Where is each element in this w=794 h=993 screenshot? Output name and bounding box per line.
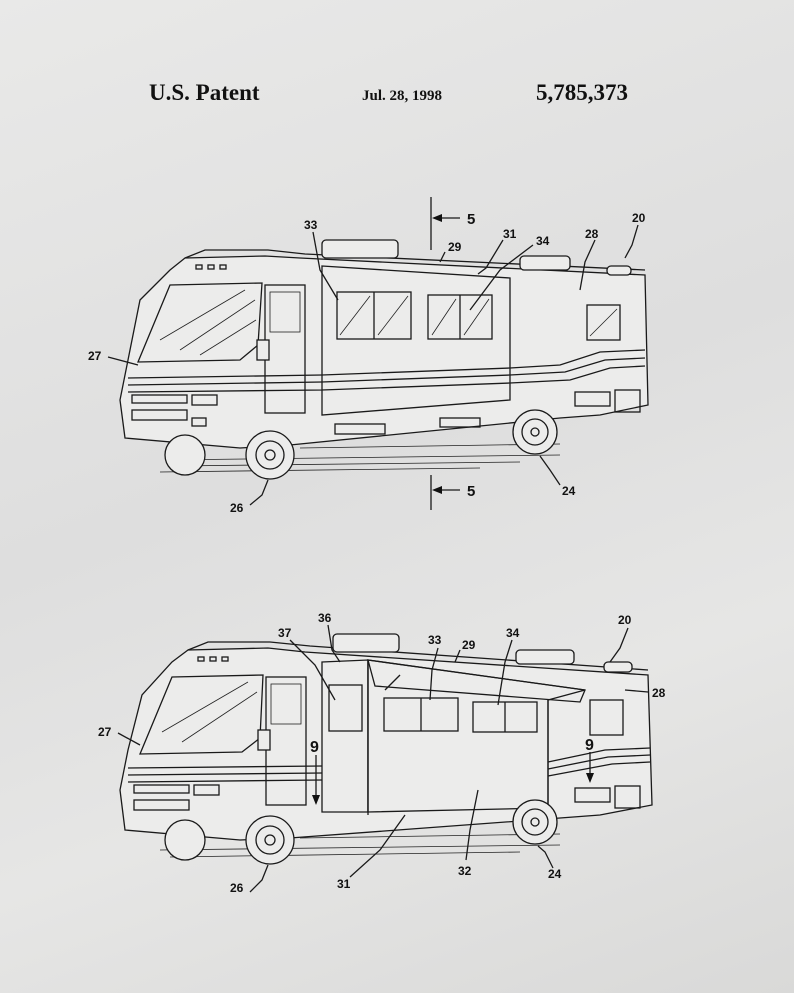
rear-wheel-bottom [512,799,558,845]
section-marker-bottom [430,475,460,510]
roof-vent-bottom [603,661,633,673]
awning [367,659,586,703]
rear-wheel [512,409,558,455]
entry-door [264,284,306,414]
figure-bottom-rv: 37 36 33 29 34 20 28 27 9 9 26 31 32 24 [98,611,666,895]
patent-title: U.S. Patent [149,80,260,105]
end-wall-window [328,684,363,732]
side-stripes [127,349,646,393]
ref-9-rear: 9 [585,737,594,754]
section-marker-top [430,197,460,250]
slide-windows [336,291,493,340]
ref-20: 20 [618,613,632,627]
rear-window-bottom [589,699,624,736]
entry-door-bottom [265,676,307,806]
side-mirror [256,339,270,361]
ref-29: 29 [448,240,462,254]
ref-34: 34 [536,234,550,248]
ref-31: 31 [337,877,351,891]
ref-26: 26 [230,881,244,895]
ref-27: 27 [98,725,112,739]
windshield [137,282,263,363]
ref-24: 24 [548,867,562,881]
section-label-top: 5 [467,211,475,228]
roof-line-bottom [187,641,649,671]
patent-number: 5,785,373 [536,80,628,105]
storage-compartments [334,389,641,435]
slide-room-end-wall [321,659,369,813]
ref-31: 31 [503,227,517,241]
awning-arm [384,674,401,691]
ref-33: 33 [304,218,318,232]
front-wheel-bottom [164,815,295,865]
leader-lines-bottom [117,624,649,893]
ref-32: 32 [458,864,472,878]
ref-37: 37 [278,626,292,640]
ref-9-front: 9 [310,739,319,756]
side-mirror-bottom [257,729,271,751]
ref-28: 28 [585,227,599,241]
slide-windows-bottom [383,697,538,733]
side-stripes-bottom [127,747,651,783]
section-label-bottom: 5 [467,483,475,500]
ref-26: 26 [230,501,244,515]
roof-ac-unit-rear-bottom [515,649,575,665]
leader-lines-top [107,224,639,506]
roof-ac-unit-rear [519,255,571,271]
slide-out-room [321,265,511,416]
ref-24: 24 [562,484,576,498]
front-wheel [164,430,295,480]
figure-top-rv: 5 5 33 29 31 34 28 [88,197,649,515]
ref-34: 34 [506,626,520,640]
ref-33: 33 [428,633,442,647]
ref-28: 28 [652,686,666,700]
storage-compartments-bottom [574,785,641,809]
ref-36: 36 [318,611,332,625]
front-grille-bottom [133,784,220,811]
ref-27: 27 [88,349,102,363]
front-grille [131,394,218,427]
roof-ac-unit-bottom [332,633,400,653]
roof-vent [606,265,632,276]
windshield-bottom [139,674,264,755]
roof-line [184,249,646,271]
patent-date: Jul. 28, 1998 [362,88,443,104]
ref-20: 20 [632,211,646,225]
roof-ac-unit [321,239,399,259]
section-arrows-9 [312,752,594,805]
ref-29: 29 [462,638,476,652]
ground-shadow [159,443,561,473]
